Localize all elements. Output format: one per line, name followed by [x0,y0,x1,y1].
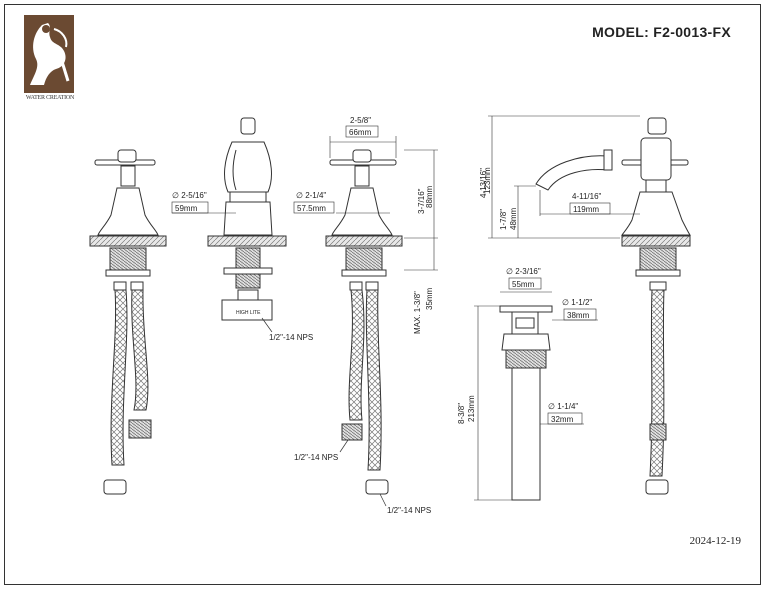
max-deck-in: MAX. 1-3/8" [413,291,422,334]
spout-reach-mm: 119mm [573,205,599,214]
drawing-date: 2024-12-19 [689,535,741,547]
base-diameter-mm: 57.5mm [297,204,326,213]
spout-width-mm: 66mm [349,128,372,137]
drain-length-mm: 213mm [467,395,476,422]
body-height-mm: 88mm [425,185,434,208]
dimension-lines [172,136,438,271]
nps-label-1: 1/2"-14 NPS [269,333,313,342]
body-height-in: 3-7/16" [417,188,426,214]
side-profile-view [535,117,691,495]
spout-width-in: 2-5/8" [350,116,371,125]
logo-emblem [24,15,74,93]
nps-label-2: 1/2"-14 NPS [294,453,338,462]
sheet-border [4,4,761,585]
spout-front-view: HIGH LITE [207,117,287,321]
tail-diameter-in: ∅ 1-1/4" [548,402,578,411]
spout-height-mm: 48mm [509,207,518,230]
spout-reach-in: 4-11/16" [572,192,602,201]
drain-length-in: 8-3/8" [457,403,466,424]
drain-assembly [499,305,553,501]
brand-name: WATER CREATION [25,95,75,101]
drain-cap-mm: 55mm [512,280,535,289]
drain-body-mm: 38mm [567,311,590,320]
tail-diameter-mm: 32mm [551,415,574,424]
handle-valve-view [89,149,167,495]
model-number: MODEL: F2-0013-FX [592,24,731,40]
spout-height-in: 1-7/8" [499,209,508,230]
brand-logo: WATER CREATION [24,15,74,107]
max-deck-mm: 35mm [425,287,434,310]
total-height-in: 4-13/16" [479,168,488,198]
handle-diameter-mm: 59mm [175,204,198,213]
handle-valve-side-view [325,149,403,495]
drain-body-in: ∅ 1-1/2" [562,298,592,307]
valve-tag: HIGH LITE [236,310,261,316]
total-height-mm: 123mm [483,167,492,194]
nps-label-3: 1/2"-14 NPS [387,506,431,515]
handle-diameter-in: ∅ 2-5/16" [172,191,207,200]
drain-cap-in: ∅ 2-3/16" [506,267,541,276]
base-diameter-in: ∅ 2-1/4" [296,191,326,200]
